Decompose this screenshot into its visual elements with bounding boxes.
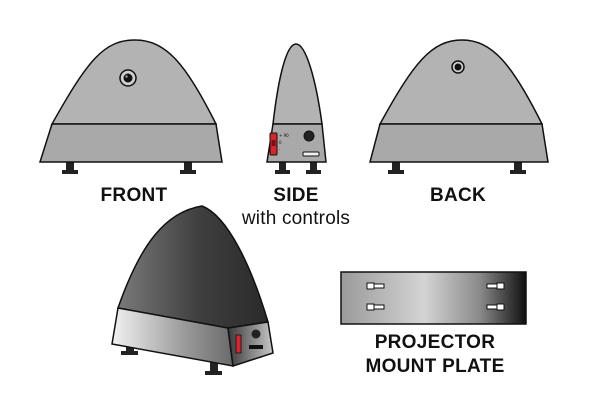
front-lens-icon	[119, 69, 137, 87]
side-controls: + 90 0 -	[269, 130, 320, 157]
label-plate-line2: MOUNT PLATE	[365, 356, 505, 377]
side-feet	[275, 161, 321, 174]
label-back: BACK	[429, 185, 487, 206]
label-plate-line1: PROJECTOR	[374, 332, 496, 353]
back-base	[369, 123, 549, 163]
perspective-power-switch	[235, 334, 242, 354]
mount-plate-body	[340, 271, 527, 325]
svg-text:0: 0	[279, 140, 282, 145]
front-base	[38, 123, 223, 163]
back-port-icon	[451, 60, 465, 74]
perspective-focus-knob	[251, 329, 261, 339]
focus-knob	[303, 130, 315, 142]
back-view	[369, 39, 549, 174]
perspective-view	[111, 205, 274, 375]
mount-plate	[340, 271, 527, 325]
perspective-dome	[117, 205, 269, 329]
front-view	[38, 39, 223, 174]
perspective-side-base	[227, 321, 274, 367]
side-dome	[272, 43, 323, 125]
back-dome	[378, 39, 544, 125]
front-feet	[62, 161, 196, 174]
side-view: + 90 0 -	[266, 43, 327, 174]
label-side-sub: with controls	[241, 208, 351, 229]
label-side: SIDE	[273, 185, 319, 206]
label-front: FRONT	[100, 185, 168, 206]
perspective-controls	[235, 329, 263, 354]
svg-text:+ 90: + 90	[279, 133, 289, 138]
svg-text:-: -	[279, 147, 281, 152]
back-feet	[388, 161, 526, 174]
cable-slot	[302, 151, 320, 157]
mount-slot-icons	[366, 282, 505, 311]
perspective-cable-slot	[249, 345, 263, 349]
